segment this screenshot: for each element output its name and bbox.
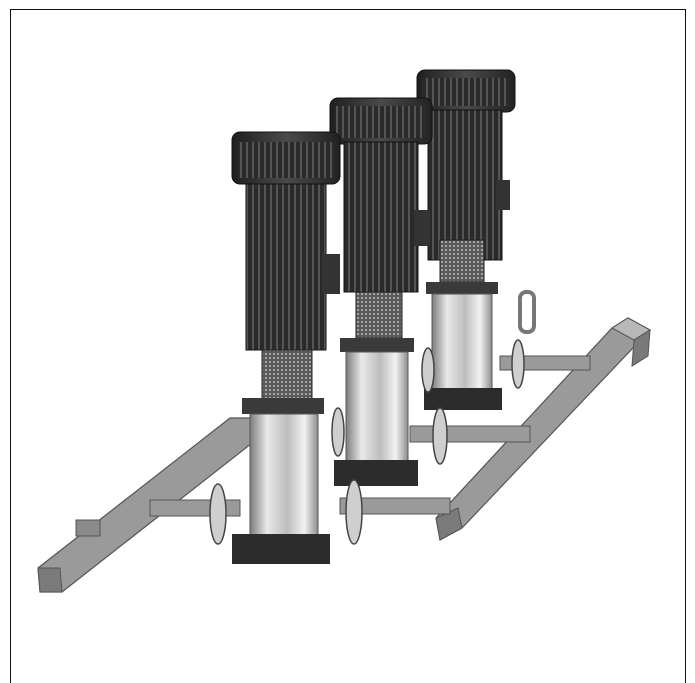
suction-manifold-pipe: [37, 417, 257, 593]
pump-unit-2: [329, 97, 448, 486]
figure-border: [10, 9, 686, 683]
pump-unit-1: [209, 131, 363, 564]
discharge-manifold-pipe: [435, 317, 651, 541]
pump-unit-3: [416, 69, 525, 410]
